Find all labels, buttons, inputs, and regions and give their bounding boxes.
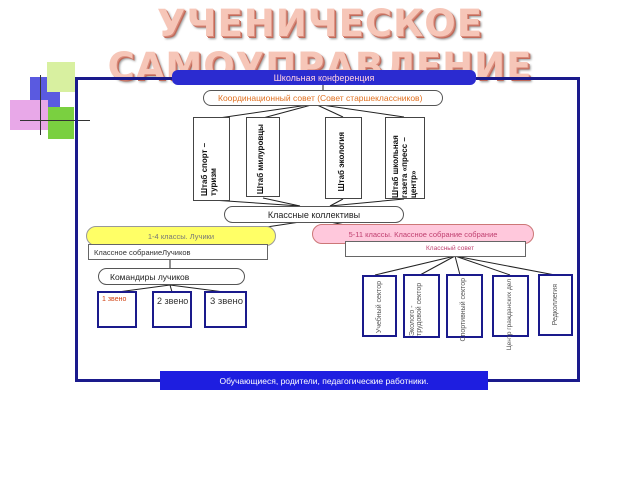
decor-square-green2 (48, 107, 74, 139)
senior-council: Классный совет (345, 241, 526, 257)
sector-eco-labor: Эколого - трудовой сектор (403, 274, 440, 338)
participants-bar: Обучающиеся, родители, педагогические ра… (160, 371, 488, 390)
sector-civic-label: Центр гражданских дел (506, 279, 513, 351)
hq-school-newspaper-label: Штаб школьная газета «пресс – центр» (391, 135, 418, 198)
senior-header-label: 5-11 классы. Классное собрание собрание (348, 229, 498, 239)
junior-commanders-label: Командиры лучиков (110, 271, 190, 282)
coordination-council: Координационный совет (Совет старшекласс… (203, 90, 443, 106)
junior-link-2: 2 звено (152, 291, 192, 328)
sector-editorial-label: Редколлегия (552, 284, 559, 326)
junior-commanders: Командиры лучиков (98, 268, 245, 285)
sector-sport-label: Спортивный сектор (460, 278, 467, 342)
hq-milurovtsy-label: Штаб милуровцы (256, 124, 265, 195)
junior-meeting-label: Классное собраниеЛучиков (94, 248, 191, 257)
junior-link-3-label: 3 звено (210, 296, 244, 307)
sector-study: Учебный сектор (362, 275, 397, 337)
conference-bar: Школьная конференция (172, 70, 476, 85)
hq-ecology-label: Штаб экология (337, 132, 346, 192)
hq-sport-tourism: Штаб спорт – туризм (193, 117, 230, 201)
participants-label: Обучающиеся, родители, педагогические ра… (219, 375, 429, 386)
junior-meeting: Классное собраниеЛучиков (88, 244, 268, 260)
conference-label: Школьная конференция (273, 72, 375, 83)
junior-header-label: 1-4 классы. Лучики (147, 231, 215, 241)
hq-milurovtsy: Штаб милуровцы (246, 117, 280, 197)
sector-eco-labor-label: Эколого - трудовой сектор (409, 282, 423, 336)
junior-header: 1-4 классы. Лучики (86, 226, 276, 246)
hq-sport-tourism-label: Штаб спорт – туризм (200, 142, 218, 196)
decor-line-v (40, 75, 41, 135)
hq-ecology: Штаб экология (325, 117, 362, 199)
decor-square-pink (10, 100, 48, 130)
hq-school-newspaper: Штаб школьная газета «пресс – центр» (385, 117, 425, 199)
frame-top-right (476, 77, 580, 80)
class-collectives-label: Классные коллективы (267, 209, 361, 220)
junior-link-2-label: 2 звено (157, 296, 189, 306)
sector-editorial: Редколлегия (538, 274, 573, 336)
junior-link-3: 3 звено (204, 291, 247, 328)
frame-top-left (75, 77, 172, 80)
sector-civic: Центр гражданских дел (492, 275, 529, 350)
sector-study-label: Учебный сектор (376, 281, 383, 334)
class-collectives: Классные коллективы (224, 206, 404, 223)
junior-link-1: 1 звено (97, 291, 137, 328)
decor-line-h (20, 120, 90, 121)
junior-link-1-label: 1 звено (102, 296, 127, 303)
sector-sport: Спортивный сектор (446, 274, 483, 342)
senior-council-label: Классный совет (426, 245, 475, 252)
decor-square-green (47, 62, 75, 92)
council-label: Координационный совет (Совет старшекласс… (218, 93, 423, 103)
